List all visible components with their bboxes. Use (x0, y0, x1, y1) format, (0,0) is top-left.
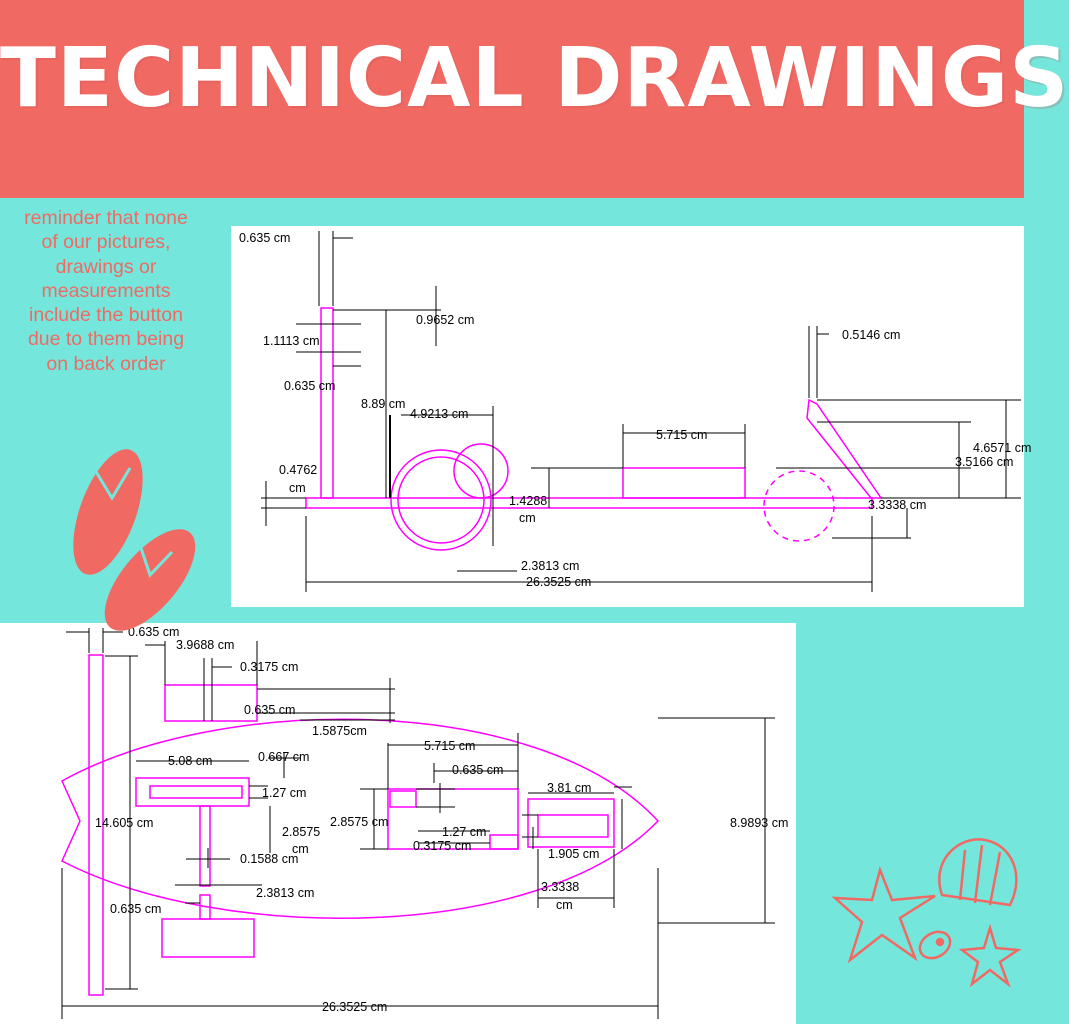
note-line: measurements (41, 279, 171, 302)
dim-label: 2.8575 (282, 825, 320, 839)
dim-label: 8.89 cm (361, 397, 405, 411)
dim-label: 0.3175 cm (240, 660, 298, 674)
dim-label: 4.9213 cm (410, 407, 468, 421)
note-line: on back order (46, 352, 166, 375)
dim-label: 0.1588 cm (240, 852, 298, 866)
top-dimension-lines (61, 628, 775, 1019)
starfish-icon (831, 866, 1022, 988)
dim-label: 0.635 cm (452, 763, 503, 777)
top-view-drawing: 0.635 cm 3.9688 cm 0.3175 cm 0.635 cm 1.… (0, 623, 796, 1024)
top-motor-inner (537, 814, 609, 838)
dim-label: 4.6571 cm (973, 441, 1031, 455)
dim-label: 3.3338 cm (868, 498, 926, 512)
top-motor-box (527, 798, 615, 848)
top-view-svg: 0.635 cm 3.9688 cm 0.3175 cm 0.635 cm 1.… (61, 625, 788, 1019)
side-dashed-wheel (763, 470, 835, 542)
top-frame-hatch (389, 790, 417, 808)
dim-label: 0.5146 cm (842, 328, 900, 342)
header-banner: TECHNICAL DRAWINGS (0, 0, 1069, 198)
dim-label: 1.4288 (509, 494, 547, 508)
side-dimension-lines (261, 231, 1021, 592)
dim-label: 0.635 cm (128, 625, 179, 639)
top-stem (199, 805, 211, 887)
dim-label: 1.5875cm (312, 724, 367, 738)
dim-label: 0.635 cm (284, 379, 335, 393)
note-line: of our pictures, (41, 231, 171, 254)
dim-label: 3.3338 (541, 880, 579, 894)
dim-label: 0.3175 cm (413, 839, 471, 853)
dim-label: 0.9652 cm (416, 313, 474, 327)
dim-label: 14.605 cm (95, 816, 153, 830)
dim-label: 5.715 cm (656, 428, 707, 442)
dim-label: 26.3525 cm (526, 575, 591, 589)
side-view-drawing: 0.635 cm 0.9652 cm 1.1113 cm 0.635 cm 8.… (231, 226, 1031, 607)
note-line: include the button (29, 304, 183, 327)
dim-label: 0.635 cm (244, 703, 295, 717)
side-view-outline (305, 307, 883, 551)
side-base-bar (305, 497, 873, 509)
dim-label: 0.635 cm (239, 231, 290, 245)
seashell-icon (938, 838, 1018, 907)
side-mast (320, 307, 334, 499)
flip-flops-icon (73, 449, 196, 631)
reminder-note: reminder that none of our pictures, draw… (0, 206, 212, 376)
dim-label: cm (556, 898, 573, 912)
top-view-outline (61, 654, 660, 996)
page-title: TECHNICAL DRAWINGS (0, 31, 1069, 126)
top-rail-a (135, 777, 250, 807)
dim-label: 1.1113 cm (263, 334, 320, 348)
dim-label: 0.635 cm (110, 902, 161, 916)
dim-label: 26.3525 cm (322, 1000, 387, 1014)
side-small-wheel (453, 443, 509, 499)
conch-icon (918, 930, 952, 960)
top-block-upper (164, 684, 258, 722)
dim-label: 0.4762 (279, 463, 317, 477)
top-block-lower (161, 918, 255, 958)
dim-label: 3.5166 cm (955, 455, 1013, 469)
dim-label: 1.27 cm (442, 825, 486, 839)
note-line: drawings or (55, 255, 157, 278)
dim-label: 5.715 cm (424, 739, 475, 753)
dim-label: 3.9688 cm (176, 638, 234, 652)
side-wheel-inner (397, 456, 485, 544)
note-line: due to them being (27, 328, 185, 351)
dim-label: 3.81 cm (547, 781, 591, 795)
dim-label: 1.27 cm (262, 786, 306, 800)
top-mast (88, 654, 104, 996)
dim-label: 1.905 cm (548, 847, 599, 861)
dim-label: 0.667 cm (258, 750, 309, 764)
dim-label: 5.08 cm (168, 754, 212, 768)
note-line: reminder that none (24, 207, 188, 229)
side-wheel-outer (390, 449, 492, 551)
side-arm (806, 398, 883, 499)
side-view-svg: 0.635 cm 0.9652 cm 1.1113 cm 0.635 cm 8.… (239, 231, 1031, 592)
top-rail-hatch (149, 785, 243, 799)
dim-label: cm (292, 842, 309, 856)
dim-label: 8.9893 cm (730, 816, 788, 830)
dim-label: cm (289, 481, 306, 495)
top-frame-hatch2 (489, 834, 519, 850)
side-block (622, 467, 746, 499)
dim-label: 2.3813 cm (256, 886, 314, 900)
dim-label: 2.8575 cm (330, 815, 388, 829)
dim-label: cm (519, 511, 536, 525)
dim-label: 2.3813 cm (521, 559, 579, 573)
top-stem-lower (199, 894, 211, 920)
